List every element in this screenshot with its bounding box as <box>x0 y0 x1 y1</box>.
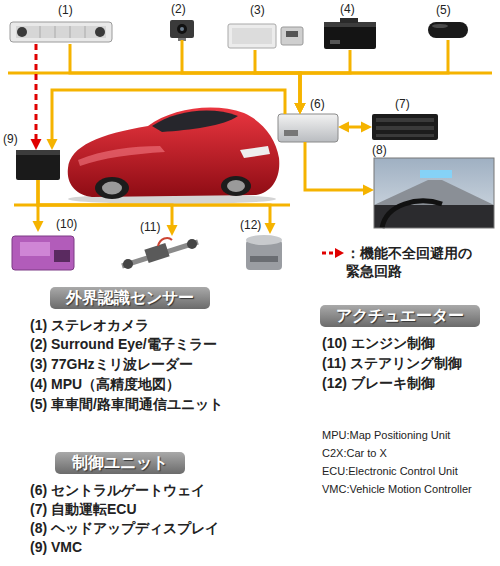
engine-ecu-image <box>12 236 74 270</box>
arrow-head <box>295 103 306 114</box>
component-box: (7) <box>372 114 438 140</box>
bus-connector <box>295 50 351 114</box>
connector-line <box>182 40 300 106</box>
heading-text: アクチュエーター <box>336 305 464 327</box>
list-item: (2) Surround Eye/電子ミラー <box>30 335 217 353</box>
arrow-head <box>33 221 44 232</box>
legend-text: ：機能不全回避用の 緊急回路 <box>346 244 482 280</box>
list-item: (3) 77GHzミリ波レーダー <box>30 355 193 373</box>
component-box: (11) <box>120 236 200 272</box>
arrow-head <box>265 223 276 234</box>
callout-number: (9) <box>3 132 18 146</box>
connector-line <box>35 44 38 142</box>
abbreviation-note: C2X:Car to X <box>322 446 387 461</box>
stereo-camera-image <box>10 22 112 42</box>
arrow-head <box>361 122 372 133</box>
component-box: (2) <box>168 18 196 40</box>
connector-line <box>52 90 285 142</box>
legend-row: ：機能不全回避用の 緊急回路 <box>322 244 482 280</box>
arrow-head <box>363 185 374 196</box>
connector-line <box>300 40 448 106</box>
section-heading: アクチュエーター <box>320 305 480 327</box>
bus-connector <box>305 142 374 196</box>
connector-line <box>70 44 300 106</box>
callout-number: (8) <box>372 143 387 157</box>
connector-line <box>255 50 300 106</box>
callout-number: (6) <box>310 97 325 111</box>
callout-number: (10) <box>56 217 77 231</box>
arrow-head <box>167 225 178 236</box>
list-item: (11) ステアリング制御 <box>322 354 462 372</box>
list-item: (9) VMC <box>30 538 82 556</box>
emergency-connector <box>31 44 42 150</box>
bus-connector <box>255 50 306 114</box>
hud-image <box>374 158 494 228</box>
car-illustration <box>68 107 280 204</box>
callout-number: (4) <box>340 2 355 16</box>
bus-connector <box>295 40 449 114</box>
arrow-head <box>47 139 58 150</box>
callout-number: (1) <box>58 3 73 17</box>
heading-text: 制御ユニット <box>72 452 168 474</box>
component-box: (6) <box>278 114 338 142</box>
arrow-head <box>295 103 306 114</box>
radar-image <box>228 24 303 48</box>
mpu-image <box>324 18 376 49</box>
callout-number: (3) <box>250 3 265 17</box>
list-item: (12) ブレーキ制御 <box>322 374 435 392</box>
heading-text: 外界認識センサー <box>66 287 194 309</box>
callout-number: (11) <box>140 220 160 234</box>
connector-line <box>300 50 350 106</box>
brake-image <box>246 235 282 270</box>
abbreviation-note: MPU:Map Positioning Unit <box>322 428 450 443</box>
c2x-unit-image <box>428 22 468 38</box>
component-box: (12) <box>242 234 286 276</box>
connector-line <box>305 142 366 190</box>
arrow-head <box>295 103 306 114</box>
list-item: (4) MPU（高精度地図） <box>30 375 180 393</box>
callout-number: (12) <box>240 218 261 232</box>
list-item: (7) 自動運転ECU <box>30 500 137 518</box>
bus-connector <box>47 90 286 150</box>
component-box: (3) <box>226 20 304 50</box>
bus-connector <box>182 40 306 114</box>
camera-image <box>170 20 194 41</box>
steering-image <box>122 238 198 269</box>
component-box: (4) <box>324 18 376 50</box>
component-box: (8) <box>374 158 494 228</box>
component-box: (5) <box>428 20 468 40</box>
list-item: (1) ステレオカメラ <box>30 316 149 334</box>
list-item: (5) 車車間/路車間通信ユニット <box>30 395 223 413</box>
callout-number: (2) <box>171 2 186 16</box>
arrow-head <box>295 103 306 114</box>
vmc-image <box>16 150 60 180</box>
section-heading: 制御ユニット <box>55 452 185 474</box>
component-box: (1) <box>10 20 112 44</box>
list-item: (10) エンジン制御 <box>322 334 435 352</box>
component-box: (9) <box>16 150 60 180</box>
bus-connector <box>38 180 276 234</box>
arrow-head <box>295 103 306 114</box>
ecu-image <box>372 114 438 140</box>
arrow-head <box>338 122 349 133</box>
arrow-head <box>31 139 42 150</box>
list-item: (8) ヘッドアップディスプレイ <box>30 519 219 537</box>
component-box: (10) <box>12 232 74 272</box>
section-heading: 外界認識センサー <box>50 287 210 309</box>
legend-sample <box>322 248 344 258</box>
abbreviation-note: ECU:Electronic Control Unit <box>322 464 458 479</box>
gateway-image <box>278 114 338 142</box>
callout-number: (7) <box>395 97 410 111</box>
callout-number: (5) <box>436 3 451 17</box>
bus-connector <box>38 180 178 236</box>
list-item: (6) セントラルゲートウェイ <box>30 481 205 499</box>
bus-connector <box>70 44 306 114</box>
abbreviation-note: VMC:Vehicle Motion Controller <box>322 482 472 497</box>
bus-connector <box>338 122 372 133</box>
